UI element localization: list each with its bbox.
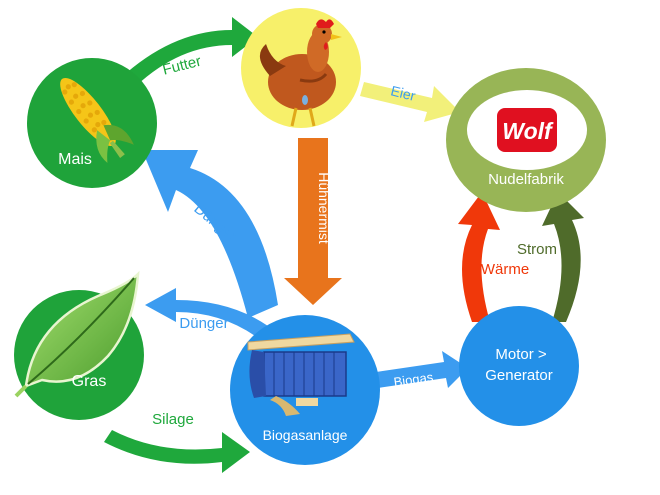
silage-arrow xyxy=(104,430,250,473)
eier-arrow xyxy=(360,82,460,122)
biogasanlage-node: Biogasanlage xyxy=(230,315,380,465)
generator-label: Generator xyxy=(485,367,553,384)
wolf-logo: Wolf xyxy=(467,90,587,170)
waerme-label: Wärme xyxy=(481,261,529,278)
biogas-label: Biogas xyxy=(393,369,435,389)
biogasanlage-label: Biogasanlage xyxy=(263,427,348,443)
corn-icon xyxy=(60,77,134,163)
strom-arrow xyxy=(542,192,584,322)
duenger-gras-arrow xyxy=(145,288,268,338)
mais-label: Mais xyxy=(58,151,92,168)
huhn-node xyxy=(241,8,361,128)
biogas-building-icon xyxy=(247,333,355,416)
silage-label: Silage xyxy=(152,411,194,428)
gras-label: Gras xyxy=(72,373,107,390)
nudelfabrik-node: Wolf Nudelfabrik xyxy=(446,68,606,212)
biogas-arrow xyxy=(376,351,468,388)
huehnermist-arrow xyxy=(284,138,342,305)
motor-label: Motor > xyxy=(495,346,547,363)
svg-text:Wolf: Wolf xyxy=(502,118,554,144)
duenger-mais-arrow xyxy=(142,150,278,318)
gras-node: Gras xyxy=(14,270,144,420)
eier-label: Eier xyxy=(389,82,417,104)
motor-generator-node: Motor > Generator xyxy=(459,306,579,426)
chicken-icon xyxy=(259,19,342,127)
futter-arrow xyxy=(124,17,258,86)
duenger-gras-label: Dünger xyxy=(179,315,228,332)
strom-label: Strom xyxy=(517,241,557,258)
leaf-icon xyxy=(14,270,140,398)
mais-node: Mais xyxy=(27,58,157,188)
nudelfabrik-label: Nudelfabrik xyxy=(488,171,564,188)
waerme-arrow xyxy=(458,192,500,322)
huehnermist-label: Hühnermist xyxy=(316,172,332,244)
